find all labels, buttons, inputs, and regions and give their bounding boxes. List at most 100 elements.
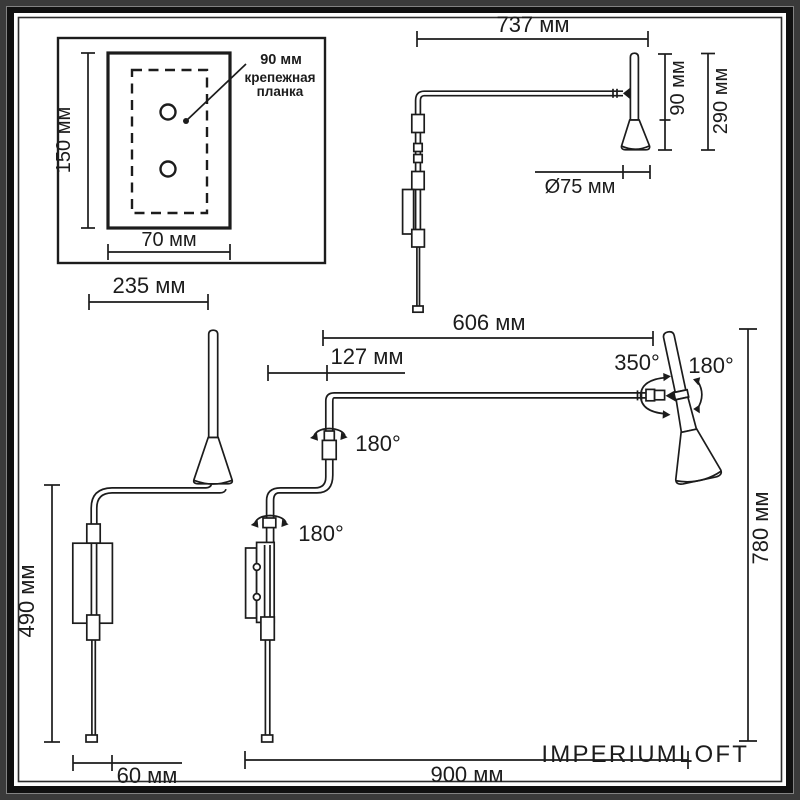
dimension-mount-height-front: 490 мм — [14, 484, 60, 743]
up-position-view: 235 мм 490 мм 60 мм — [14, 273, 234, 788]
s-bend-outer — [265, 487, 281, 501]
dimension-arm-reach: 737 мм — [416, 12, 649, 47]
s-bend-outer — [316, 474, 334, 494]
head-swivel-label: 350° — [614, 350, 660, 375]
overall-reach-label: 900 мм — [430, 762, 503, 787]
dimension-shade-height: 90 мм — [658, 53, 689, 151]
rod-joint — [410, 228, 426, 248]
arrowhead — [663, 373, 671, 382]
shade-cone-up — [192, 436, 234, 485]
shade-rim-arc — [193, 479, 233, 485]
screw-hole-bottom — [159, 160, 177, 178]
backplate-outline — [106, 51, 232, 230]
rotation-arc — [639, 376, 667, 415]
arm-elbow-inner — [95, 492, 113, 509]
arm-elbow-outer — [90, 487, 113, 509]
wall-offset-label: 60 мм — [117, 763, 178, 788]
arm-length-label: 606 мм — [452, 310, 525, 335]
pivot-collar — [645, 388, 656, 402]
rod-sleeve — [410, 113, 426, 134]
swivel-sleeve — [321, 439, 338, 461]
mounting-bar-dashed-outline — [130, 68, 209, 215]
shade-height-label: 90 мм — [667, 60, 689, 115]
folded-side-view: 737 мм 90 мм — [401, 12, 732, 314]
head-stem-up — [207, 329, 219, 439]
shade-rim-arc — [621, 145, 650, 151]
bar-name-line1: крепежная — [244, 70, 315, 85]
rotation-arrow-head-swivel — [639, 373, 671, 419]
dimension-shade-diameter: Ø75 мм — [535, 165, 651, 198]
arm-hook-bottom — [219, 488, 227, 494]
arrowhead — [310, 432, 318, 441]
overall-height-label: 780 мм — [748, 491, 773, 564]
arm-elbow-outer — [414, 90, 425, 101]
s-bend-inner — [314, 476, 327, 489]
lamp-head-tilted — [662, 330, 723, 485]
rod-collar — [85, 523, 102, 545]
dimension-elbow-offset: 127 мм — [267, 344, 405, 381]
mounting-plate-detail: 90 мм крепежная планка 150 мм 70 мм — [53, 36, 327, 265]
dimension-arm-length: 606 мм — [322, 310, 654, 346]
head-stem — [662, 330, 687, 394]
wall-plate-front — [71, 542, 114, 625]
frame-paper — [14, 13, 786, 786]
rod-joint-block — [260, 616, 276, 641]
rod-end-cap — [412, 305, 424, 314]
arm-elbow-inner — [419, 94, 425, 101]
rotation-arrow-head-tilt — [693, 377, 703, 414]
leader-dot — [183, 118, 189, 124]
rotation-arc — [312, 427, 346, 438]
brand-loft: LOFT — [679, 741, 749, 768]
mount-height-label: 290 мм — [710, 68, 732, 134]
mount-height-front-label: 490 мм — [14, 564, 39, 637]
plate-width-label: 70 мм — [141, 229, 196, 251]
head-stem — [629, 52, 640, 121]
rotation-arrow-base — [250, 514, 289, 528]
extended-view: 606 мм 127 мм — [244, 310, 773, 787]
dimension-backplate-width: 235 мм — [88, 273, 209, 310]
arm-elbow-outer — [324, 392, 335, 402]
dimension-overall-height: 780 мм — [739, 328, 773, 742]
rod-cable-mark — [412, 142, 424, 153]
rod-end-cap — [260, 734, 274, 743]
bracket-notch — [252, 592, 262, 602]
rod-joint-block — [85, 614, 101, 641]
plate-height-label: 150 мм — [53, 107, 75, 173]
arrowhead — [693, 377, 701, 386]
wall-plate-side — [401, 188, 415, 235]
arrowhead — [662, 410, 671, 419]
dimension-plate-width: 70 мм — [107, 229, 231, 260]
brand-imperium: IMPERIUM — [541, 741, 679, 768]
rod-cable-mark — [412, 153, 424, 164]
rod-end-cap — [85, 734, 99, 743]
arrowhead — [693, 404, 700, 414]
bar-spacing-label: 90 мм — [260, 52, 302, 68]
base-rotation-label: 180° — [298, 521, 344, 546]
rod-sleeve — [410, 170, 426, 191]
swivel-collar — [323, 430, 336, 442]
shade-diameter-label: Ø75 мм — [545, 176, 616, 198]
dimension-plate-height: 150 мм — [53, 52, 95, 229]
detail-box — [56, 36, 327, 265]
leader-line — [185, 63, 247, 122]
arm-elbow-inner — [331, 397, 335, 402]
dimension-overall-reach: 900 мм — [244, 751, 689, 787]
head-tilt-label: 180° — [688, 353, 734, 378]
base-swivel-collar — [262, 517, 277, 529]
rotation-arc — [253, 514, 287, 525]
s-bend-inner — [272, 492, 280, 501]
backplate-width-label: 235 мм — [112, 273, 185, 298]
shade-cone — [620, 119, 651, 151]
elbow-rotation-label: 180° — [355, 431, 401, 456]
elbow-offset-label: 127 мм — [330, 344, 403, 369]
rotation-arrow-elbow — [310, 427, 348, 441]
bracket-backplate — [244, 547, 258, 619]
bracket-notch — [252, 562, 262, 572]
brand-watermark: IMPERIUM LOFT — [541, 741, 749, 768]
arrowhead — [281, 519, 289, 527]
arrowhead — [250, 520, 259, 528]
frame-inner-line — [17, 16, 783, 783]
dimension-wall-offset: 60 мм — [72, 755, 182, 788]
